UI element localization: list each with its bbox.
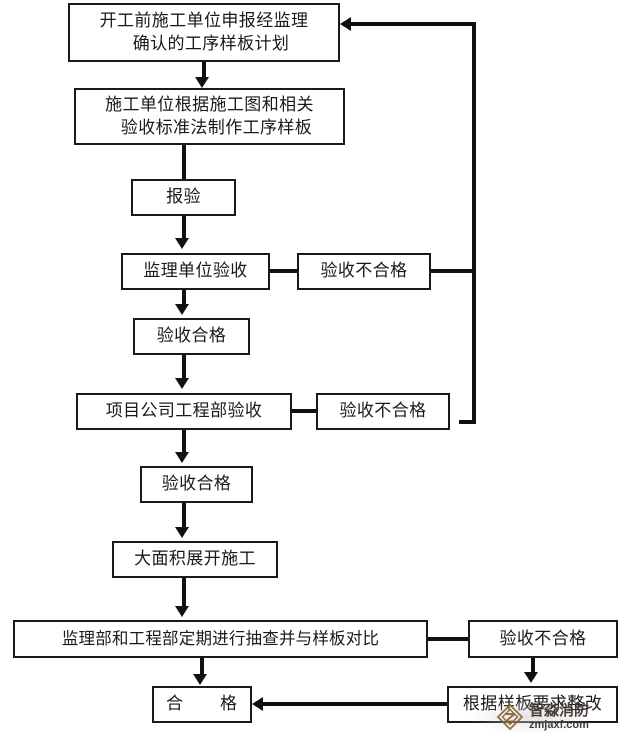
edge-plan-to-sample: [202, 62, 206, 79]
watermark-brand-name: 智淼消防: [529, 702, 590, 719]
node-make-process-sample[interactable]: 施工单位根据施工图和相关 验收标准法制作工序样板: [74, 88, 345, 145]
arrowhead-pass-to-large-scale: [175, 527, 189, 538]
edge-periodic-to-fail: [428, 637, 468, 641]
node-pass-company-acceptance[interactable]: 验收合格: [140, 466, 253, 503]
node-make-process-sample-line2: 验收标准法制作工序样板: [120, 117, 313, 137]
edge-rectify-to-qualified: [263, 702, 447, 706]
arrowhead-plan-to-sample: [195, 77, 209, 88]
node-declare-sample-plan-line2: 确认的工序样板计划: [132, 33, 290, 53]
node-declare-sample-plan-line1: 开工前施工单位申报经监理: [99, 11, 309, 31]
node-periodic-spot-check[interactable]: 监理部和工程部定期进行抽查并与样板对比: [13, 620, 428, 658]
edge-fail-supervisor-to-return-bus: [431, 269, 476, 273]
node-fail-supervisor-acceptance[interactable]: 验收不合格: [297, 253, 431, 290]
watermark-url: zmjaxf.com: [529, 719, 589, 731]
arrowhead-supervisor-to-pass: [175, 304, 189, 315]
watermark-diamond-logo: [496, 703, 524, 731]
edge-return-bus-horizontal: [351, 22, 476, 26]
edge-fail-company-to-return-bus: [459, 420, 476, 424]
arrowhead-large-scale-to-periodic: [175, 606, 189, 617]
edge-supervisor-to-fail: [270, 269, 297, 273]
watermark: 智淼消防 zmjaxf.com: [495, 702, 589, 732]
arrowhead-submit-to-supervisor: [175, 238, 189, 249]
edge-supervisor-to-pass: [182, 290, 186, 304]
edge-pass-to-company: [182, 355, 186, 378]
arrowhead-pass-to-company: [175, 378, 189, 389]
node-supervisor-acceptance[interactable]: 监理单位验收: [121, 253, 270, 290]
node-submit-for-inspection[interactable]: 报验: [131, 179, 236, 216]
node-make-process-sample-line1: 施工单位根据施工图和相关: [105, 95, 314, 115]
watermark-text: 智淼消防 zmjaxf.com: [529, 703, 589, 731]
edge-pass-to-large-scale: [182, 503, 186, 527]
edge-return-bus-vertical: [472, 22, 476, 422]
arrowhead-fail-periodic-to-rectify: [524, 672, 538, 683]
edge-submit-to-supervisor: [182, 216, 186, 238]
arrowhead-periodic-to-qualified: [193, 674, 207, 685]
edge-company-to-fail: [292, 409, 316, 413]
node-pass-supervisor-acceptance[interactable]: 验收合格: [133, 318, 250, 355]
edge-fail-periodic-to-rectify: [531, 658, 535, 672]
edge-company-to-pass: [182, 430, 186, 452]
node-large-scale-construction[interactable]: 大面积展开施工: [112, 541, 278, 578]
node-fail-periodic-check[interactable]: 验收不合格: [468, 620, 618, 658]
arrowhead-company-to-pass: [175, 452, 189, 463]
edge-periodic-to-qualified: [200, 658, 204, 674]
edge-large-scale-to-periodic: [182, 578, 186, 606]
node-company-engineering-acceptance[interactable]: 项目公司工程部验收: [76, 393, 292, 430]
node-fail-company-acceptance[interactable]: 验收不合格: [316, 393, 450, 430]
arrowhead-return-to-plan: [340, 17, 351, 31]
arrowhead-rectify-to-qualified: [252, 697, 263, 711]
node-qualified[interactable]: 合 格: [152, 686, 252, 723]
edge-sample-to-submit: [182, 145, 186, 179]
node-declare-sample-plan[interactable]: 开工前施工单位申报经监理 确认的工序样板计划: [68, 3, 340, 62]
watermark-ghost-blob: [470, 700, 590, 734]
